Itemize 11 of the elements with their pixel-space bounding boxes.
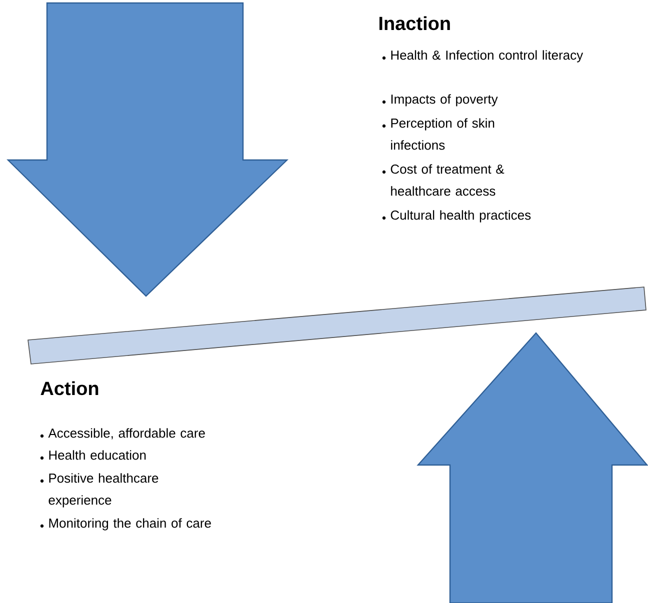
list-item: Accessible, affordable care (48, 428, 205, 440)
list-item: Cost of treatment & healthcare access (390, 164, 504, 196)
list-item: Impacts of poverty (391, 94, 498, 106)
heading: Action (40, 381, 98, 396)
list-item: Health education (49, 450, 146, 460)
list-item: Perception of skin infections (391, 118, 494, 150)
list-item: Positive healthcare experience (48, 473, 158, 508)
heading: Inaction (379, 16, 450, 30)
list-item: Cultural health practices (390, 210, 531, 222)
list-item: Monitoring the chain of care (49, 518, 211, 530)
list-item: Health & Infection control literacy (391, 50, 584, 62)
